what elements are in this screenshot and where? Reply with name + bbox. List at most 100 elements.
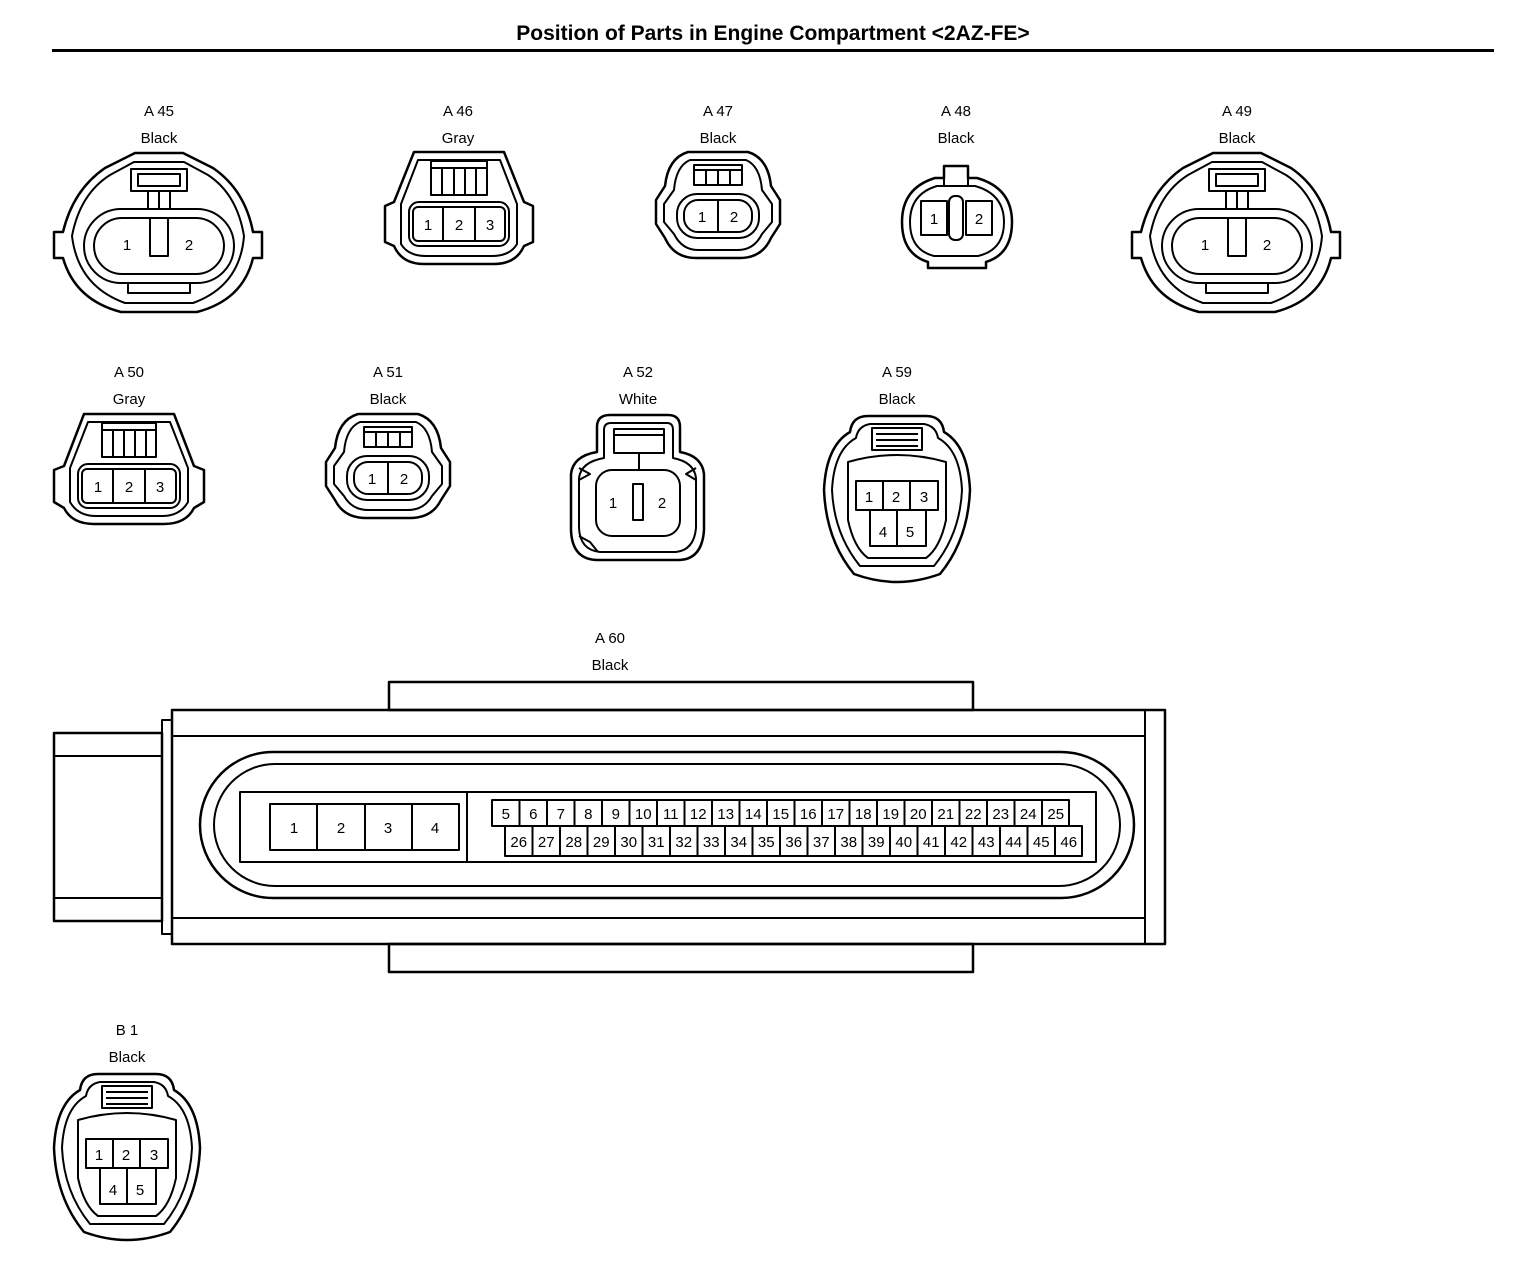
connector-a60-id: A 60 [594, 630, 626, 647]
connector-a49-id: A 49 [1221, 103, 1253, 120]
connector-a60-pin-14: 14 [745, 806, 762, 823]
connector-a50-pin-1: 1 [94, 479, 102, 496]
connector-a60-pin-39: 39 [868, 834, 885, 851]
connector-a60-pin-20: 20 [910, 806, 927, 823]
connector-a59-pin-4: 4 [879, 524, 887, 541]
connector-a60-pin-28: 28 [565, 834, 582, 851]
connector-a60-pin-13: 13 [717, 806, 734, 823]
connector-a59-id: A 59 [881, 364, 913, 381]
title-rule [52, 49, 1494, 52]
connector-a49-pin-1: 1 [1201, 237, 1209, 254]
connector-a49-pin-2: 2 [1263, 237, 1271, 254]
connector-a60-pin-22: 22 [965, 806, 982, 823]
connector-b1-outline [52, 1072, 202, 1242]
connector-a60-pin-5: 5 [502, 806, 510, 823]
connector-a60-pin-11: 11 [663, 806, 679, 823]
connector-a50-id: A 50 [113, 364, 145, 381]
connector-a50-outline [52, 412, 206, 526]
connector-a59-pin-5: 5 [906, 524, 914, 541]
connector-b1-pin-4: 4 [109, 1182, 117, 1199]
connector-a60-pin-41: 41 [923, 834, 940, 851]
connector-a60-pin-24: 24 [1020, 806, 1037, 823]
connector-a60-pin-29: 29 [593, 834, 610, 851]
connector-a46-color: Gray [441, 130, 475, 147]
connector-a60-pin-45: 45 [1033, 834, 1050, 851]
connector-a52-outline [569, 413, 706, 562]
connector-a45-pin-1: 1 [123, 237, 131, 254]
connector-a48-pin-1: 1 [930, 211, 938, 228]
connector-a60-pin-30: 30 [620, 834, 637, 851]
connector-a60-pin-27: 27 [538, 834, 555, 851]
connector-a60-pin-38: 38 [840, 834, 857, 851]
connector-a60-pin-46: 46 [1060, 834, 1077, 851]
connector-a60-color: Black [591, 657, 629, 674]
connector-a60-pin-12: 12 [690, 806, 707, 823]
connector-a60-pin-23: 23 [992, 806, 1009, 823]
connector-a46-pin-2: 2 [455, 217, 463, 234]
connector-b1-pin-3: 3 [150, 1147, 158, 1164]
connector-b1-id: B 1 [115, 1022, 139, 1039]
connector-a48-pin-2: 2 [975, 211, 983, 228]
connector-a60-pin-16: 16 [800, 806, 817, 823]
connector-a60-pin-6: 6 [529, 806, 537, 823]
connector-a51-pin-1: 1 [368, 471, 376, 488]
connector-a52-color: White [618, 391, 658, 408]
connector-a47-pin-1: 1 [698, 209, 706, 226]
connector-a60-pin-3: 3 [384, 820, 392, 837]
connector-a60-pin-37: 37 [813, 834, 830, 851]
connector-a49-outline [1130, 151, 1342, 314]
connector-b1-color: Black [108, 1049, 146, 1066]
connector-a60-pin-15: 15 [772, 806, 789, 823]
connector-a51-pin-2: 2 [400, 471, 408, 488]
connector-a51-outline [324, 412, 452, 520]
connector-a60-pin-44: 44 [1005, 834, 1022, 851]
connector-a60-pin-7: 7 [557, 806, 565, 823]
connector-b1-pin-1: 1 [95, 1147, 103, 1164]
connector-a47-color: Black [699, 130, 737, 147]
connector-a51-id: A 51 [372, 364, 404, 381]
connector-a60-pin-33: 33 [703, 834, 720, 851]
connector-a60-pin-9: 9 [612, 806, 620, 823]
connector-a60-outline [52, 680, 1167, 974]
connector-a60-pin-25: 25 [1047, 806, 1064, 823]
connector-a60-pin-43: 43 [978, 834, 995, 851]
connector-a59-pin-3: 3 [920, 489, 928, 506]
connector-a60-pin-40: 40 [895, 834, 912, 851]
connector-a60-pin-31: 31 [648, 834, 665, 851]
connector-a60-pin-35: 35 [758, 834, 775, 851]
connector-a47-outline [654, 150, 782, 260]
connector-a60-pin-4: 4 [431, 820, 439, 837]
connector-a50-pin-2: 2 [125, 479, 133, 496]
connector-a45-outline [52, 151, 264, 314]
connector-a60-pin-26: 26 [510, 834, 527, 851]
connector-a46-pin-3: 3 [486, 217, 494, 234]
connector-a59-pin-2: 2 [892, 489, 900, 506]
connector-a50-pin-3: 3 [156, 479, 164, 496]
connector-a59-pin-1: 1 [865, 489, 873, 506]
connector-b1-pin-2: 2 [122, 1147, 130, 1164]
connector-a60-pin-10: 10 [635, 806, 652, 823]
connector-a50-color: Gray [112, 391, 146, 408]
connector-a51-color: Black [369, 391, 407, 408]
connector-a60-pin-32: 32 [675, 834, 692, 851]
connector-a52-id: A 52 [622, 364, 654, 381]
connector-a45-id: A 45 [143, 103, 175, 120]
connector-a46-pin-1: 1 [424, 217, 432, 234]
connector-b1-pin-5: 5 [136, 1182, 144, 1199]
connector-a60-pin-2: 2 [337, 820, 345, 837]
connector-a60-pin-34: 34 [730, 834, 747, 851]
connector-a47-id: A 47 [702, 103, 734, 120]
connector-a60-pin-18: 18 [855, 806, 872, 823]
connector-a45-pin-2: 2 [185, 237, 193, 254]
connector-a48-id: A 48 [940, 103, 972, 120]
connector-a46-id: A 46 [442, 103, 474, 120]
connector-a52-pin-2: 2 [658, 495, 666, 512]
connector-a60-pin-36: 36 [785, 834, 802, 851]
connector-a45-color: Black [140, 130, 178, 147]
page-title: Position of Parts in Engine Compartment … [516, 22, 1030, 45]
connector-a49-color: Black [1218, 130, 1256, 147]
connector-a60-pin-1: 1 [290, 820, 298, 837]
connector-a60-pin-17: 17 [827, 806, 844, 823]
